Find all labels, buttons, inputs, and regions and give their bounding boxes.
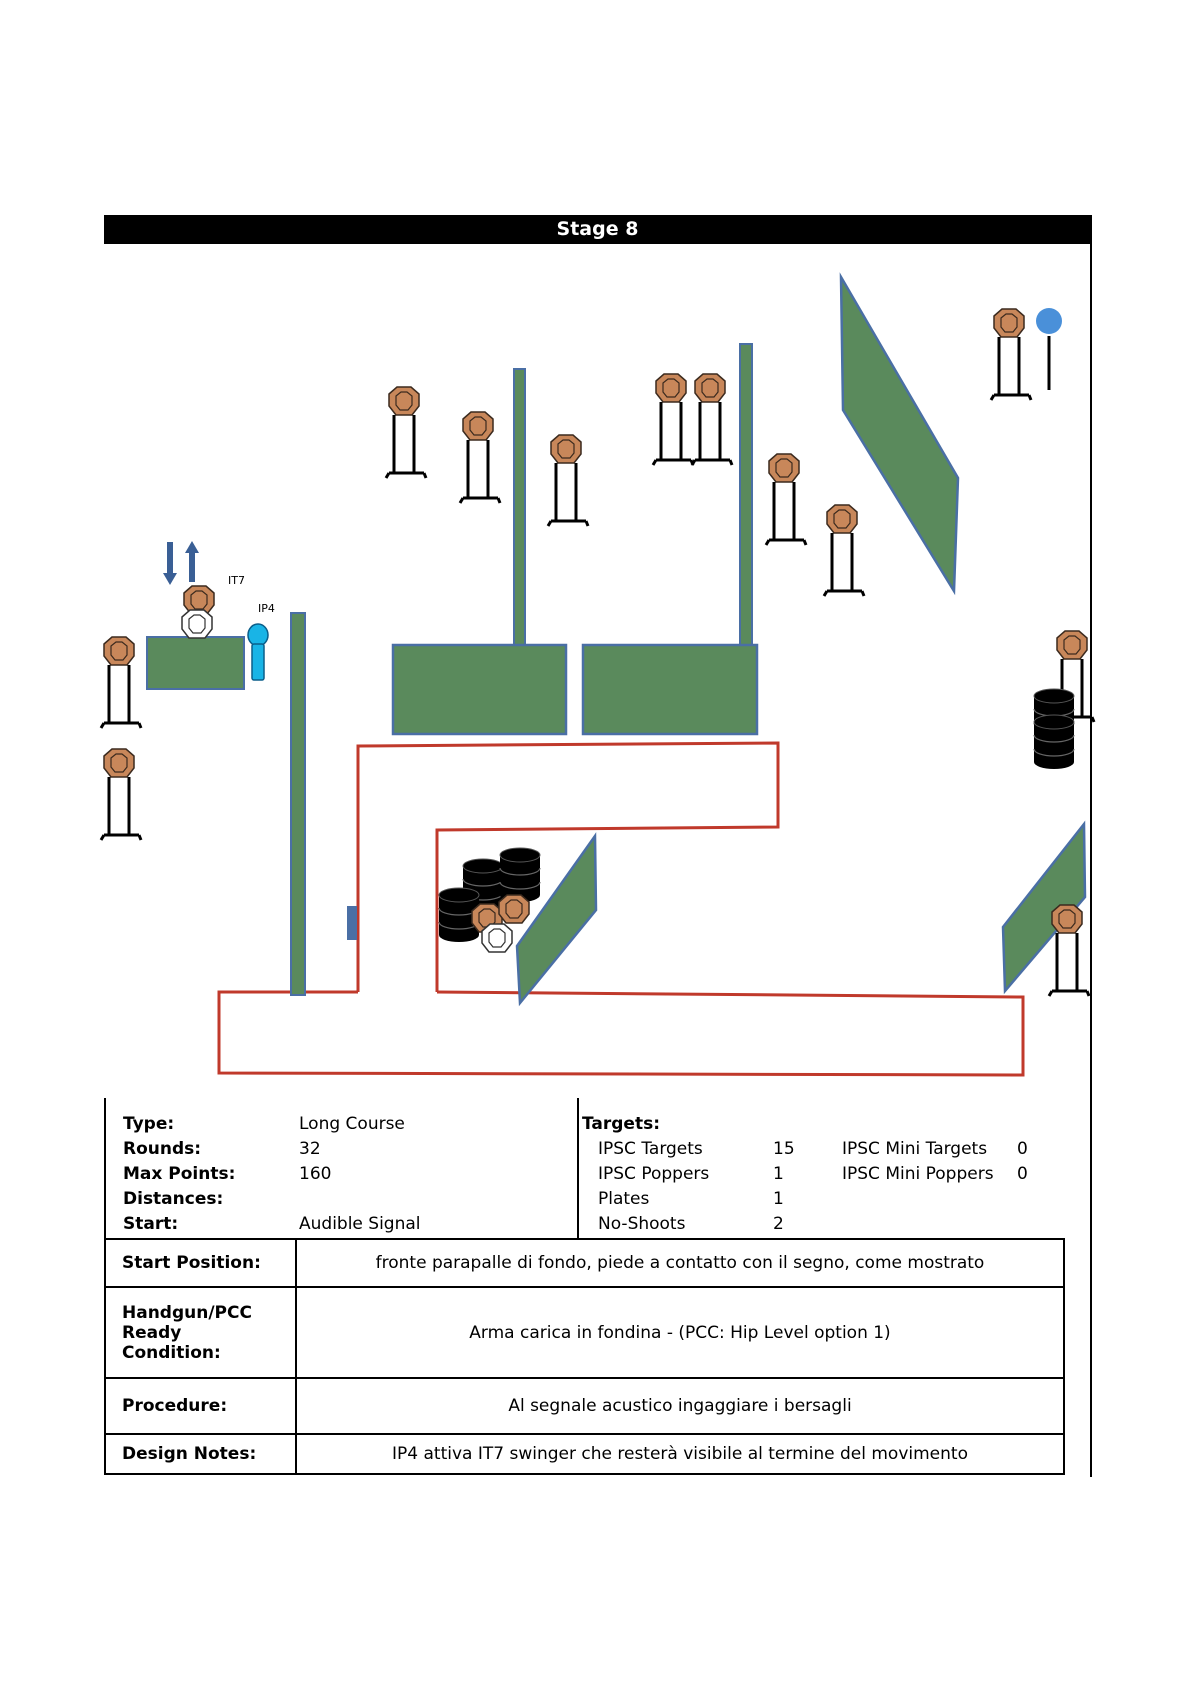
targets-heading: Targets: <box>582 1114 661 1134</box>
ipsc-target <box>498 894 530 924</box>
wall <box>581 643 759 736</box>
barrel <box>1033 714 1075 770</box>
info-labels: Type: Rounds: Max Points: Distances: Sta… <box>123 1112 303 1237</box>
procedure-value: Al segnale acustico ingaggiare i bersagl… <box>295 1377 1065 1435</box>
ipsc-target <box>1047 903 1091 998</box>
start-position-label: Start Position: <box>104 1238 297 1288</box>
ipsc-target <box>99 635 143 730</box>
no-shoot <box>481 923 513 953</box>
start-label: Start: <box>123 1214 179 1234</box>
ipsc-poppers-count: 1 <box>773 1164 784 1184</box>
procedure-label: Procedure: <box>104 1377 297 1435</box>
info-divider <box>577 1098 579 1238</box>
mini-targets-labels: IPSC Mini Targets IPSC Mini Poppers <box>842 1137 1012 1187</box>
mini-targets-count: 0 <box>1017 1139 1028 1159</box>
stage-details-table: Start Position: fronte parapalle di fond… <box>104 1238 1065 1475</box>
wall <box>515 832 598 1007</box>
mini-targets-label: IPSC Mini Targets <box>842 1139 988 1159</box>
it7-label: IT7 <box>228 574 245 587</box>
distances-value <box>299 1187 559 1212</box>
start-marker <box>347 906 357 940</box>
ipsc-targets-count: 15 <box>773 1139 795 1159</box>
ipsc-target <box>99 747 143 842</box>
mini-targets-counts: 0 0 <box>1017 1137 1047 1187</box>
steel-plate <box>1036 308 1062 390</box>
design-notes-label: Design Notes: <box>104 1433 297 1475</box>
targets-counts: 15 1 1 2 <box>773 1137 803 1237</box>
ipsc-target <box>458 410 502 505</box>
start-position-row: Start Position: fronte parapalle di fond… <box>104 1238 1065 1288</box>
mini-poppers-count: 0 <box>1017 1164 1028 1184</box>
info-values: Long Course 32 160 Audible Signal <box>299 1112 559 1237</box>
ip4-label: IP4 <box>258 602 275 615</box>
ipsc-target <box>989 307 1033 402</box>
ipsc-poppers-label: IPSC Poppers <box>598 1164 710 1184</box>
ready-condition-label: Handgun/PCC Ready Condition: <box>104 1286 297 1379</box>
wall <box>839 272 960 596</box>
type-value: Long Course <box>299 1114 405 1134</box>
distances-label: Distances: <box>123 1189 224 1209</box>
ipsc-target <box>764 452 808 547</box>
frame-border <box>1090 215 1092 1477</box>
procedure-row: Procedure: Al segnale acustico ingaggiar… <box>104 1377 1065 1435</box>
ready-condition-label-line2: Condition: <box>122 1342 221 1363</box>
ready-condition-value: Arma carica in fondina - (PCC: Hip Level… <box>295 1286 1065 1379</box>
targets-labels: IPSC Targets IPSC Poppers Plates No-Shoo… <box>598 1137 768 1237</box>
ipsc-target <box>822 503 866 598</box>
type-label: Type: <box>123 1114 175 1134</box>
activator-popper <box>247 623 269 681</box>
ready-condition-row: Handgun/PCC Ready Condition: Arma carica… <box>104 1286 1065 1379</box>
no-shoot <box>181 609 213 639</box>
wall <box>739 343 753 650</box>
rounds-value: 32 <box>299 1139 321 1159</box>
no-shoots-label: No-Shoots <box>598 1214 686 1234</box>
stage-map: IT7 IP4 <box>99 272 1096 1077</box>
fault-line <box>217 990 1025 1077</box>
stage-title: Stage 8 <box>104 215 1091 244</box>
ipsc-target <box>546 433 590 528</box>
swing-arrows <box>163 541 199 585</box>
wall <box>290 612 306 996</box>
mini-poppers-label: IPSC Mini Poppers <box>842 1164 994 1184</box>
max-points-label: Max Points: <box>123 1164 236 1184</box>
ready-condition-label-line1: Handgun/PCC Ready <box>122 1302 252 1343</box>
max-points-value: 160 <box>299 1164 332 1184</box>
fault-line <box>356 741 780 992</box>
design-notes-row: Design Notes: IP4 attiva IT7 swinger che… <box>104 1433 1065 1475</box>
ipsc-target <box>690 372 734 467</box>
ipsc-target <box>384 385 428 480</box>
wall <box>146 636 245 690</box>
plates-label: Plates <box>598 1189 650 1209</box>
ipsc-target <box>651 372 695 467</box>
barrel <box>499 847 541 903</box>
frame-border <box>104 1098 106 1238</box>
wall <box>513 368 526 650</box>
rounds-label: Rounds: <box>123 1139 202 1159</box>
design-notes-value: IP4 attiva IT7 swinger che resterà visib… <box>295 1433 1065 1475</box>
start-value: Audible Signal <box>299 1214 421 1234</box>
ipsc-targets-label: IPSC Targets <box>598 1139 703 1159</box>
plates-count: 1 <box>773 1189 784 1209</box>
start-position-value: fronte parapalle di fondo, piede a conta… <box>295 1238 1065 1288</box>
wall <box>391 643 568 736</box>
wall <box>1001 820 1087 995</box>
no-shoots-count: 2 <box>773 1214 784 1234</box>
